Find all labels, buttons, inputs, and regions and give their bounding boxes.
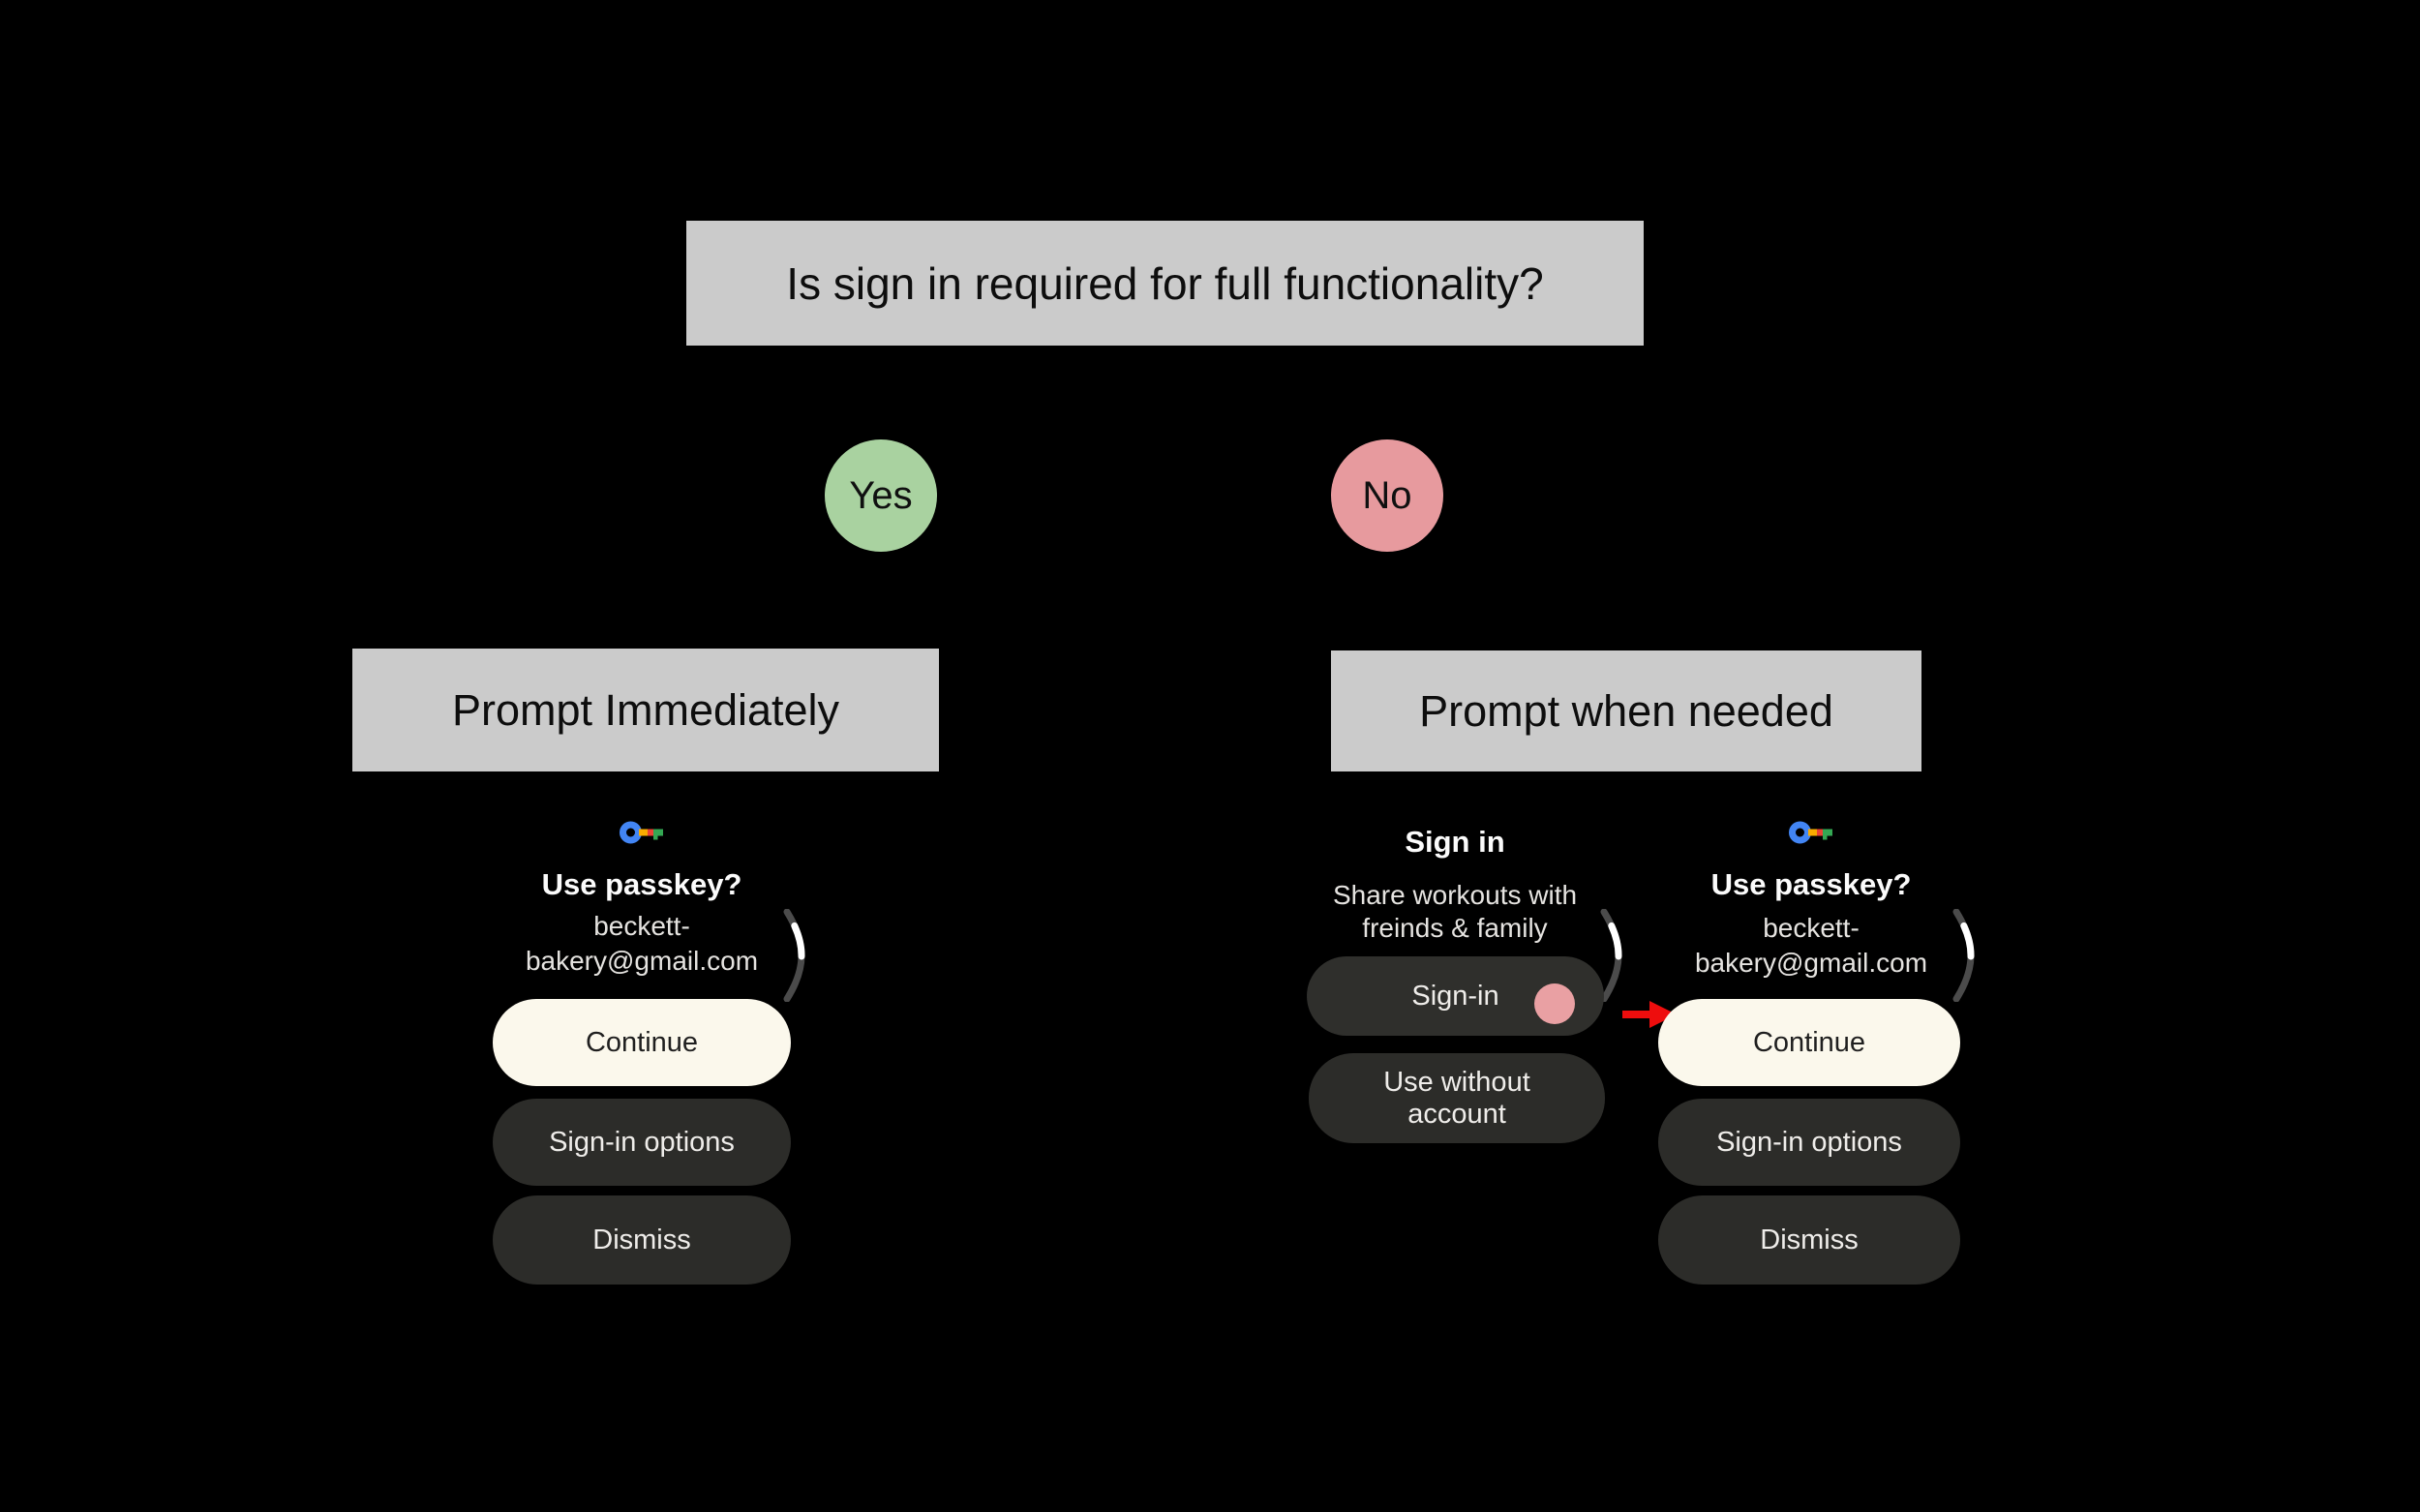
continue-label: Continue: [1752, 1026, 1866, 1058]
signin-options-label: Sign-in options: [549, 1126, 735, 1158]
question-box: Is sign in required for full functionali…: [686, 221, 1644, 346]
signin-options-label: Sign-in options: [1716, 1126, 1902, 1158]
signin-options-button[interactable]: Sign-in options: [493, 1099, 791, 1186]
signin-subtitle-line2: freinds & family: [1362, 913, 1548, 943]
branch-yes: Yes: [825, 439, 937, 552]
signin-options-button[interactable]: Sign-in options: [1658, 1099, 1960, 1186]
tap-indicator-icon: [1534, 983, 1575, 1024]
use-without-account-line2: account: [1407, 1098, 1506, 1130]
use-without-account-line1: Use without: [1383, 1066, 1530, 1098]
scroll-indicator-icon: [1952, 909, 1975, 1002]
dismiss-label: Dismiss: [1760, 1224, 1859, 1255]
dismiss-button[interactable]: Dismiss: [493, 1195, 791, 1285]
account-email-line1: beckett-: [1763, 913, 1860, 943]
account-email: beckett- bakery@gmail.com: [526, 909, 758, 979]
branch-no: No: [1331, 439, 1443, 552]
passkey-title: Use passkey?: [541, 867, 742, 901]
signin-label: Sign-in: [1411, 980, 1499, 1012]
account-email-line2: bakery@gmail.com: [525, 946, 759, 976]
passkey-title: Use passkey?: [1710, 867, 1912, 901]
yes-label: Yes: [849, 473, 913, 517]
continue-label: Continue: [585, 1026, 699, 1058]
dismiss-button[interactable]: Dismiss: [1658, 1195, 1960, 1285]
outcome-text: Prompt when needed: [1419, 685, 1833, 736]
account-email-line2: bakery@gmail.com: [1694, 948, 1928, 978]
outcome-box-prompt-when-needed: Prompt when needed: [1331, 650, 1921, 771]
signin-title: Sign in: [1405, 825, 1505, 859]
outcome-box-prompt-immediately: Prompt Immediately: [352, 649, 939, 771]
scroll-indicator-icon: [783, 909, 805, 1002]
continue-button[interactable]: Continue: [493, 999, 791, 1086]
red-arrow-icon: [1622, 1001, 1677, 1028]
outcome-text: Prompt Immediately: [451, 684, 840, 735]
google-passkey-icon: [620, 821, 663, 844]
no-label: No: [1362, 473, 1412, 517]
continue-button[interactable]: Continue: [1658, 999, 1960, 1086]
question-text: Is sign in required for full functionali…: [786, 257, 1544, 309]
signin-subtitle-line1: Share workouts with: [1332, 880, 1578, 910]
scroll-indicator-icon: [1600, 909, 1622, 1002]
account-email: beckett- bakery@gmail.com: [1695, 911, 1927, 981]
account-email-line1: beckett-: [593, 911, 690, 941]
google-passkey-icon: [1789, 821, 1832, 844]
signin-subtitle: Share workouts with freinds & family: [1333, 879, 1577, 945]
use-without-account-button[interactable]: Use without account: [1309, 1053, 1605, 1143]
dismiss-label: Dismiss: [592, 1224, 691, 1255]
